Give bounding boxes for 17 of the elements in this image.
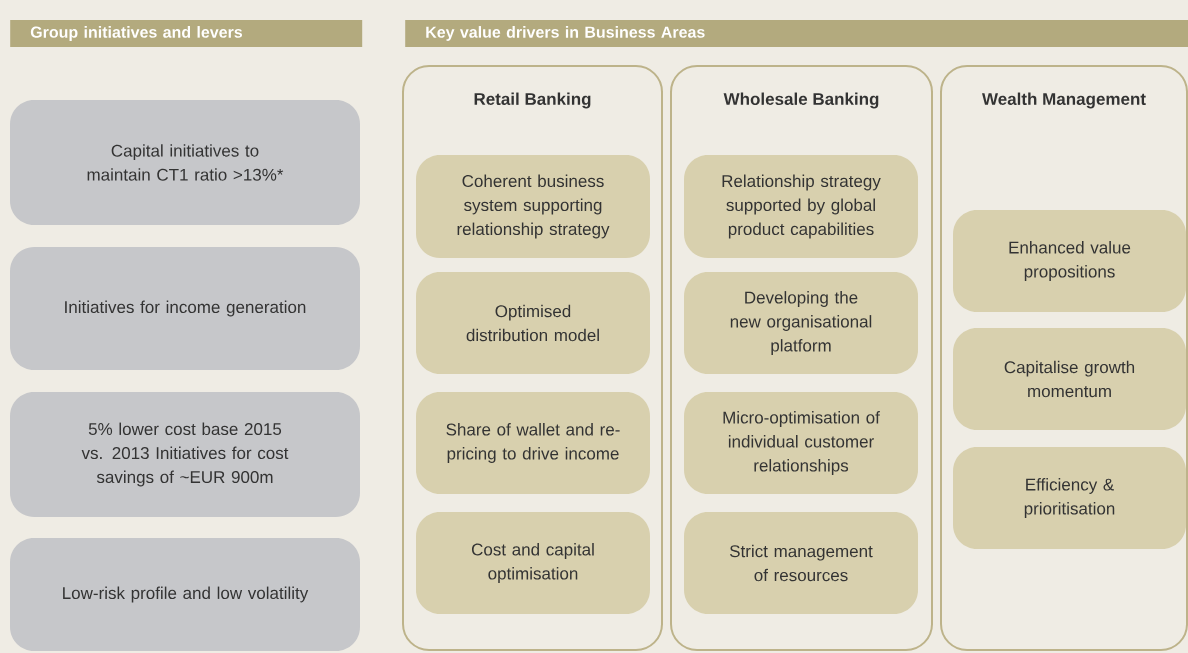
value-driver-box: Cost and capital optimisation <box>416 512 650 614</box>
section-header-bar: Key value drivers in Business Areas <box>405 20 1188 47</box>
section-header-bar: Group initiatives and levers <box>10 20 363 47</box>
value-driver-box: Coherent business system supporting relationship strategy <box>416 155 650 258</box>
value-driver-box: Developing the new organisational platform <box>684 272 918 374</box>
value-driver-box: Strict management of resources <box>684 512 918 614</box>
value-driver-box: Optimised distribution model <box>416 272 650 374</box>
value-driver-box: Efficiency & prioritisation <box>953 447 1186 549</box>
value-driver-box: Share of wallet and re-pricing to drive income <box>416 392 650 494</box>
value-driver-box: Capitalise growth momentum <box>953 328 1186 430</box>
value-driver-box: Enhanced value propositions <box>953 210 1186 312</box>
value-driver-box: Relationship strategy supported by global product capabilities <box>684 155 918 258</box>
value-driver-box: Micro-optimisation of individual customer relationships <box>684 392 918 494</box>
initiative-box: 5% lower cost base 2015 vs. 2013 Initiatives for cost savings of ~EUR 900m <box>10 392 360 517</box>
initiative-box: Initiatives for income generation <box>10 247 360 370</box>
initiative-box: Capital initiatives to maintain CT1 ratio >13%* <box>10 100 360 225</box>
initiative-box: Low-risk profile and low volatility <box>10 538 360 651</box>
